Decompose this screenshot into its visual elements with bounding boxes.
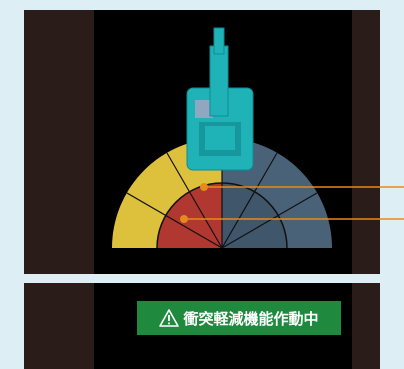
warning-text: 衝突軽減機能作動中: [183, 309, 319, 328]
zone-divider-l2: [166, 152, 223, 249]
zone-inner-left-danger: [157, 183, 222, 248]
zone-divider-r2: [221, 192, 318, 249]
status-panel: 衝突軽減機能作動中: [24, 283, 380, 369]
zone-divider-r1: [221, 152, 278, 249]
zone-inner-right: [222, 183, 287, 248]
collision-warning-bar: 衝突軽減機能作動中: [137, 301, 341, 335]
zone-divider-l1: [126, 192, 223, 249]
status-display: 衝突軽減機能作動中: [94, 283, 352, 369]
pointer-danger: [200, 183, 404, 191]
pointer-caution: [180, 215, 404, 223]
excavator-icon: [186, 27, 254, 171]
warning-triangle-icon: [159, 309, 180, 327]
